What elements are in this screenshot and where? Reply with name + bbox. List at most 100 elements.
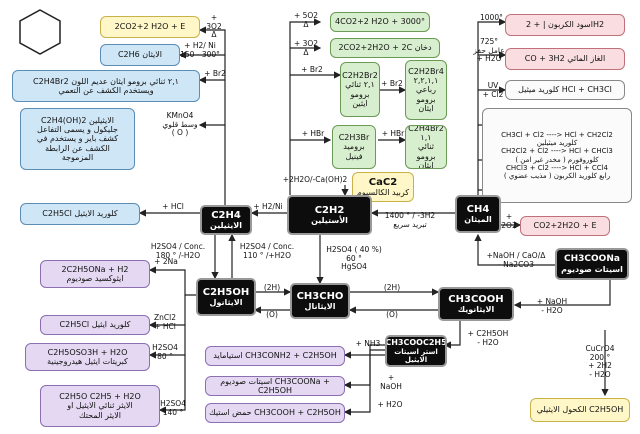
ethylene-glycol-node: C2H4(OH)2 الايثيلين جليكول و يسمى التفاع… [20,108,135,170]
label-kmno4: KMnO4 وسط قلوي ( O ) [162,111,198,138]
label-hydration: H2SO4 ( 40 %) 60 ° HgSO4 [326,245,382,272]
ethyl-chloride-2-text: C2H5Cl كلوريد ايثيل [59,320,131,330]
ethyl-hydrogen-sulfate-node: C2H5OSO3H + H2O كبريتات ايثيل هيدروجينية [25,343,150,371]
ethyl-chloride-node: C2H5Cl كلوريد الايثيل [20,203,140,225]
smoke-node: 2CO2+2H2O + 2C دخان [330,38,440,58]
ethanol-name: الايثانول [209,298,243,308]
ethyl-acetate-name: استر اسيتات الايثيل [394,347,438,364]
acetic-acid-row-text: حمض استيك CH3COOH + C2H5OH [209,408,341,418]
label-h2so4-80: H2SO4 80 ° [152,343,178,361]
label-nh3: + NH3 [355,339,381,348]
smoke-text: 2CO2+2H2O + 2C دخان [338,43,432,53]
label-uv1: UV + Cl2 [482,81,504,99]
label-o-a: (O) [266,310,278,319]
label-cucro4: CuCrO4 200 ° + 2H2 - H2O [585,344,615,379]
combustion-ethylene-node: 2CO2+2 H2O + E [100,16,200,38]
carbon-black-node: اسود الكربون | + 2H2 [505,14,625,36]
dibromoethene-text: C2H2Br2 ٢,١ ثنائي برومو ايثين [342,71,378,108]
label-naoh-c: + NaOH [380,373,402,391]
ethyl-alcohol-text: الكحول الايثيلي C2H5OH [536,405,624,415]
label-naoh-cao: +NaOH / CaO/Δ - Na2CO3 [486,251,546,269]
ethane-text: C2H6 الايثان [117,50,163,60]
vinyl-bromide-node: C2H3Br بروميد فينيل [332,125,376,169]
benzene-ring [19,9,61,55]
acetamide-node: استيامايد CH3CONH2 + C2H5OH [205,346,345,366]
label-2h-b: (2H) [383,283,401,292]
chlorination-text: CH3Cl + Cl2 ----> HCl + CH2Cl2 كلوريد مي… [501,131,613,180]
combustion-acetylene-node: 4CO2+2 H2O + 3000° [330,12,430,32]
sodium-acetate-name: اسيتات صوديوم [561,264,623,274]
label-br2-b: + Br2 [301,65,323,74]
dibromoethane-text: C2H4Br2 ٢,١ ثنائي برومو ايثان عديم اللون… [33,76,179,95]
ethyl-hydrogen-sulfate-text: C2H5OSO3H + H2O كبريتات ايثيل هيدروجينية [47,347,128,366]
methyl-chloride-text: كلوريد ميثيل HCl + CH3Cl [518,85,612,95]
dibromoethane-11-node: C2H4Br2 ١,١ ثنائي برومو ايثان [405,125,447,169]
ethyl-chloride-text: C2H5Cl كلوريد الايثيل [42,209,118,219]
ethyl-alcohol-node: الكحول الايثيلي C2H5OH [530,398,630,422]
ethylene-glycol-text: C2H4(OH)2 الايثيلين جليكول و يسمى التفاع… [36,116,119,162]
label-hcl-a: + HCl [162,202,184,211]
sodium-acetate-row-node: اسيتات صوديوم CH3COONa + C2H5OH [205,376,345,396]
sodium-ethoxide-node: 2C2H5ONa + H2 ايثوكسيد صوديوم [40,260,150,288]
label-h2so4-140: H2SO4 140 ° [160,399,186,417]
label-hbr-a: + HBr [301,129,325,138]
label-h2o: + H2O [377,400,403,409]
ethylene-name: الايثيلين [210,221,242,231]
water-gas-node: CO + 3H2 الغاز المائي [505,48,625,70]
methane-formula: CH4 [466,203,490,215]
label-hydrolysis: +2H2O/-Ca(OH)2 [282,175,348,184]
acetylene-formula: C2H2 [314,204,345,216]
acetic-acid-name: الايثانويك [457,305,495,315]
ethanol-formula: C2H5OH [202,286,250,298]
label-o2-smoke: + 3O2 Δ [293,39,319,57]
acetylene-name: الأستيلين [311,216,348,226]
label-o2-ethylene: + 3O2 Δ [206,13,222,40]
chlorination-node: CH3Cl + Cl2 ----> HCl + CH2Cl2 كلوريد مي… [482,108,632,203]
dibromoethene-node: C2H2Br2 ٢,١ ثنائي برومو ايثين [340,62,380,117]
label-1000: 1000° [480,13,503,22]
sodium-ethoxide-text: 2C2H5ONa + H2 ايثوكسيد صوديوم [61,264,129,283]
ethane-node: C2H6 الايثان [100,44,180,66]
calcium-carbide-name: كربيد الكالسيوم [356,188,410,198]
methyl-chloride-node: كلوريد ميثيل HCl + CH3Cl [505,80,625,100]
label-h2-ni: + H2/ Ni 150 - 300° [180,41,220,59]
label-2na: + 2Na [154,257,178,266]
sodium-acetate-formula: CH3COONa [564,254,620,265]
methane-name: الميثان [464,215,492,225]
acetamide-text: استيامايد CH3CONH2 + C2H5OH [213,351,337,361]
calcium-carbide-formula: CaC2 [368,176,398,188]
label-br2-c: + Br2 [381,79,403,88]
combustion-methane-text: CO2+2H2O + E [533,221,597,231]
sodium-acetate-row-text: اسيتات صوديوم CH3COONa + C2H5OH [220,376,330,395]
label-h2ni-b: + H2/Ni [253,202,283,211]
diethyl-ether-node: C2H5O C2H5 + H2O الايثر ثنائي الايثيل او… [40,385,160,427]
ethyl-chloride-2-node: C2H5Cl كلوريد ايثيل [40,315,150,335]
combustion-acetylene-text: 4CO2+2 H2O + 3000° [335,17,425,27]
combustion-ethylene-text: 2CO2+2 H2O + E [114,22,186,32]
label-br2-a: + Br2 [204,69,226,78]
combustion-methane-node: CO2+2H2O + E [520,216,610,236]
vinyl-bromide-text: C2H3Br بروميد فينيل [338,133,370,161]
label-h2so4-hyd: H2SO4 / Conc. 110 ° /+H2O [239,242,295,260]
acetaldehyde-formula: CH3CHO [296,290,344,302]
tetrabromoethane-text: C2H2Br4 ٢,٢,١,١ رباعي برومو ايثان [408,67,444,113]
label-hbr-b: + HBr [381,129,405,138]
dibromoethane-11-text: C2H4Br2 ١,١ ثنائي برومو ايثان [408,125,444,169]
water-gas-text: CO + 3H2 الغاز المائي [524,54,606,64]
dibromoethane-node: C2H4Br2 ٢,١ ثنائي برومو ايثان عديم اللون… [12,70,200,102]
tetrabromoethane-node: C2H2Br4 ٢,٢,١,١ رباعي برومو ايثان [405,60,447,120]
carbon-black-text: اسود الكربون | + 2H2 [525,20,605,30]
label-pyrolysis: 1400 ° / -3H2 تبريد سريع [384,211,436,229]
acetaldehyde-name: الايثانال [304,302,336,312]
label-h2so4-dehyd: H2SO4 / Conc. 180 ° /-H2O [150,242,206,260]
label-naoh-b: + NaOH - H2O [536,297,568,315]
